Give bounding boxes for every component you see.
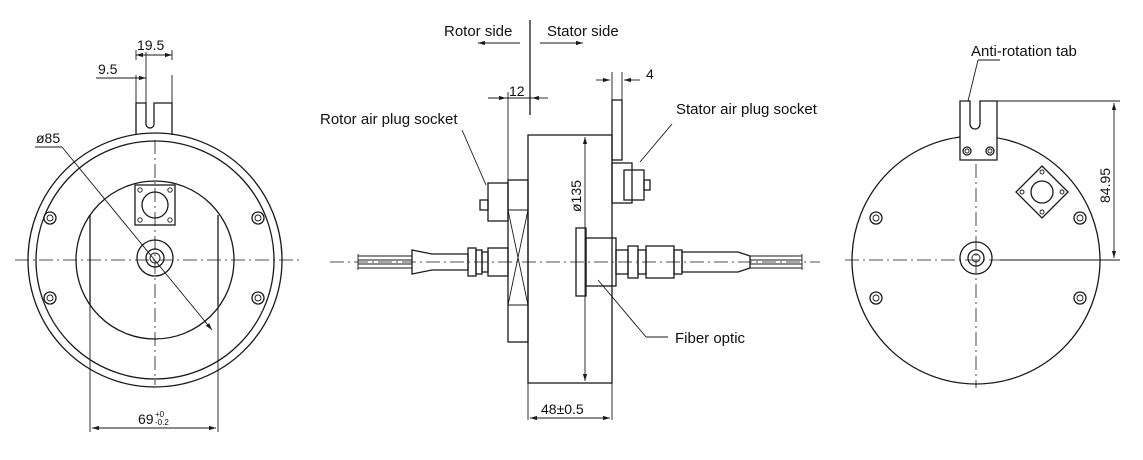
rotor-flange xyxy=(507,179,529,343)
side-body xyxy=(527,134,613,384)
rotor-fiber-cable xyxy=(357,247,509,277)
side-view xyxy=(330,20,820,421)
back-view xyxy=(845,59,1120,388)
dim-tab-height: 84.95 xyxy=(1097,168,1113,203)
back-fiber-port xyxy=(959,241,993,275)
back-connector xyxy=(1015,165,1069,219)
dim-stator-tab-thickness: 4 xyxy=(646,66,654,82)
label-stator-air-plug-socket: Stator air plug socket xyxy=(676,101,818,118)
label-stator-side: Stator side xyxy=(547,23,619,40)
front-bore-circle xyxy=(75,180,235,340)
back-mount-hole xyxy=(1073,211,1087,225)
back-mount-hole xyxy=(869,291,883,305)
front-mount-hole xyxy=(43,291,57,305)
dim-tab-offset: 9.5 xyxy=(98,61,118,77)
stator-tab xyxy=(611,99,623,161)
front-mount-hole xyxy=(251,291,265,305)
rotor-air-plug xyxy=(487,182,509,222)
anti-rotation-tab xyxy=(959,100,998,161)
label-rotor-air-plug-socket: Rotor air plug socket xyxy=(320,111,458,128)
front-mount-hole xyxy=(43,211,57,225)
front-view xyxy=(15,50,300,432)
stator-air-plug xyxy=(623,169,645,201)
dim-body-length: 48±0.5 xyxy=(541,401,584,417)
dim-outer-diameter: ø85 xyxy=(36,130,60,146)
label-fiber-optic: Fiber optic xyxy=(675,330,746,347)
back-mount-hole xyxy=(1073,291,1087,305)
dim-rotor-flange: 12 xyxy=(509,83,525,99)
dim-tab-width: 19.5 xyxy=(137,37,164,53)
label-anti-rotation-tab: Anti-rotation tab xyxy=(971,43,1077,60)
front-mount-hole xyxy=(251,211,265,225)
dim-bore-width: 69 xyxy=(138,411,154,427)
back-mount-hole xyxy=(869,211,883,225)
front-connector xyxy=(134,184,176,226)
dim-body-diameter: ø135 xyxy=(568,180,584,212)
front-inner-ring xyxy=(35,140,275,380)
front-fiber-port xyxy=(136,239,174,277)
front-outer-ring xyxy=(27,132,283,388)
label-rotor-side: Rotor side xyxy=(444,23,512,40)
dim-bore-tol-lower: -0.2 xyxy=(155,418,169,427)
stator-fiber-cable xyxy=(615,245,803,279)
dim-bore-tol-upper: +0 xyxy=(155,410,165,419)
